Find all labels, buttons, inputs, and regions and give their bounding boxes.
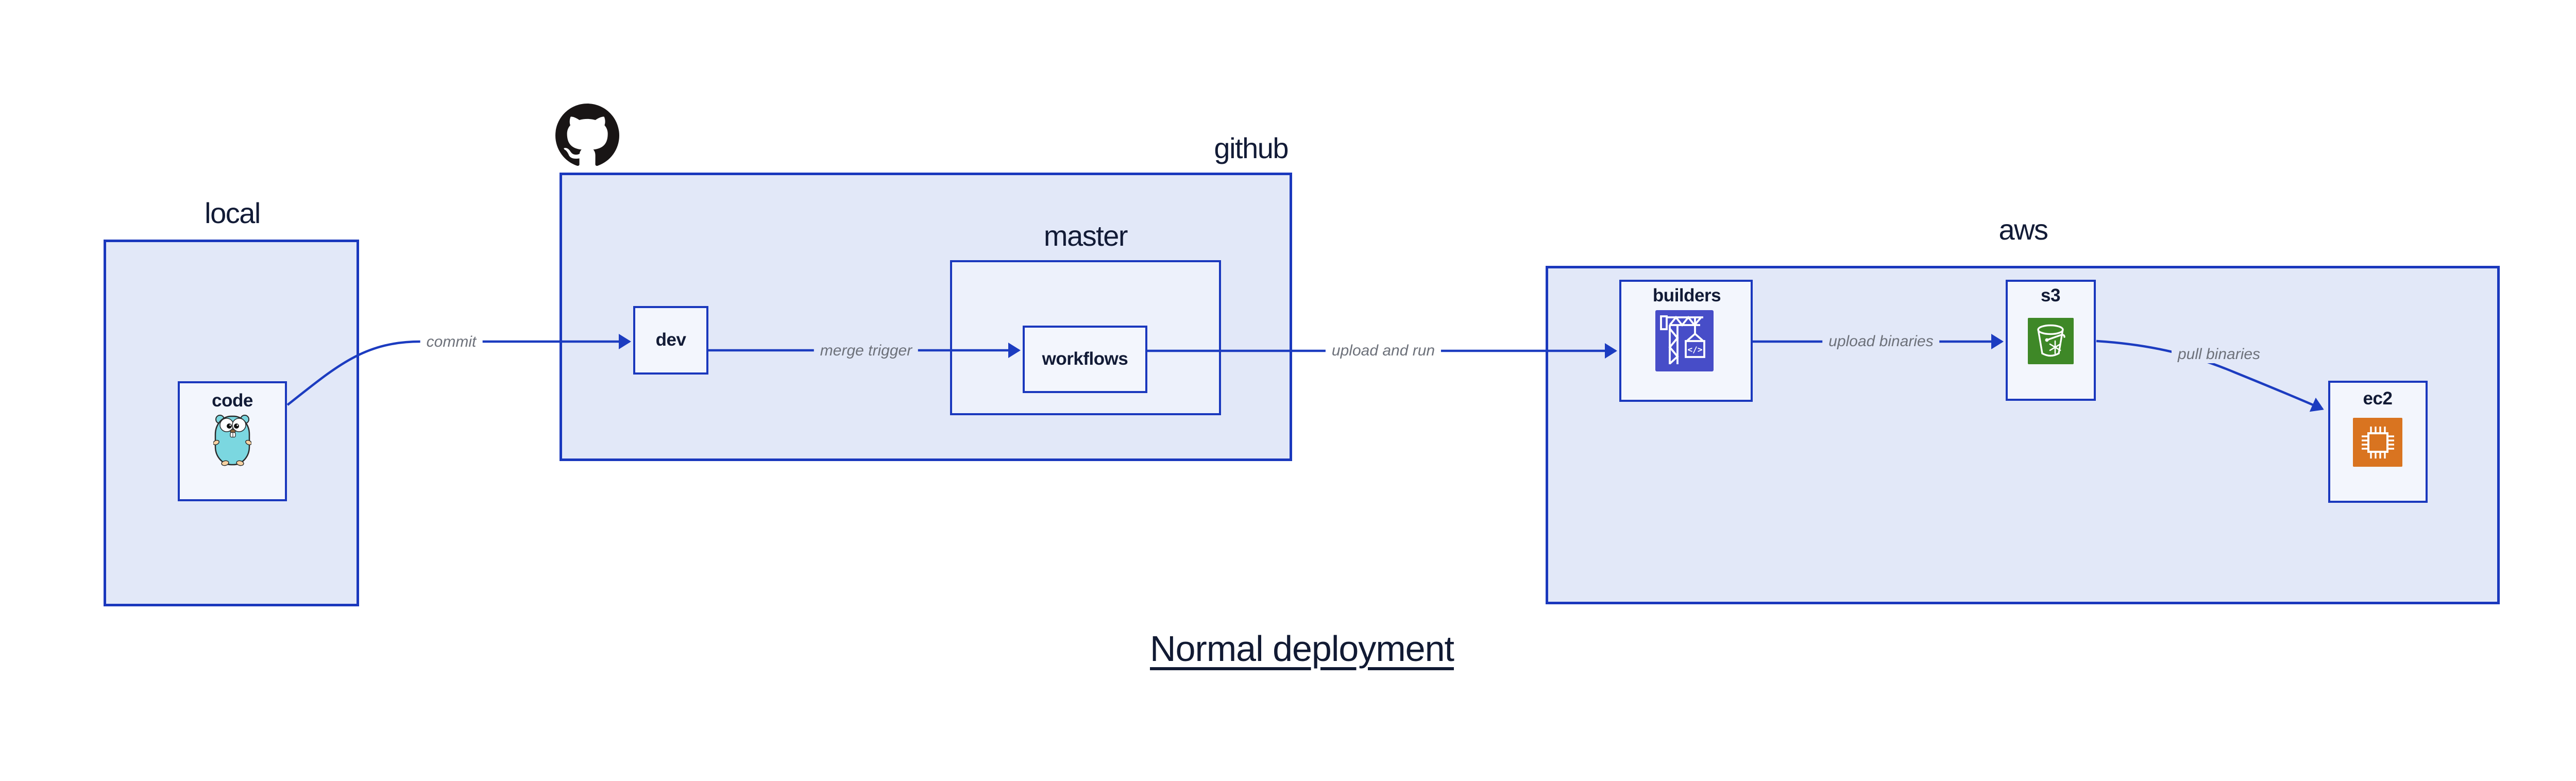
edge-label-commit: commit	[420, 333, 483, 351]
node-label-dev: dev	[655, 330, 686, 350]
edge-label-pull-binaries: pull binaries	[2171, 346, 2267, 363]
node-label-s3: s3	[2041, 285, 2060, 305]
group-label-github: github	[1214, 132, 1289, 164]
node-label-builders: builders	[1652, 285, 1721, 305]
edge-label-upload-binaries: upload binaries	[1822, 333, 1940, 350]
node-workflows	[1023, 326, 1147, 393]
group-label-local: local	[205, 197, 261, 229]
node-builders	[1619, 280, 1753, 402]
node-label-ec2: ec2	[2363, 388, 2393, 409]
node-label-workflows: workflows	[1042, 349, 1128, 369]
group-label-master: master	[1043, 219, 1128, 252]
github-logo-icon	[555, 104, 619, 167]
edge-label-upload-and-run: upload and run	[1325, 342, 1442, 360]
node-dev	[633, 306, 708, 375]
codebuild-code-glyph: </>	[1688, 345, 1703, 354]
edge-label-merge-trigger: merge trigger	[814, 342, 919, 360]
s3-bucket-icon	[2028, 318, 2074, 364]
ec2-chip-icon	[2353, 418, 2402, 467]
group-label-aws: aws	[1998, 213, 2048, 246]
diagram-title: Normal deployment	[1150, 629, 1454, 669]
codebuild-crane-icon: </>	[1655, 310, 1714, 371]
go-gopher-icon	[213, 414, 252, 467]
node-label-code: code	[212, 390, 253, 411]
